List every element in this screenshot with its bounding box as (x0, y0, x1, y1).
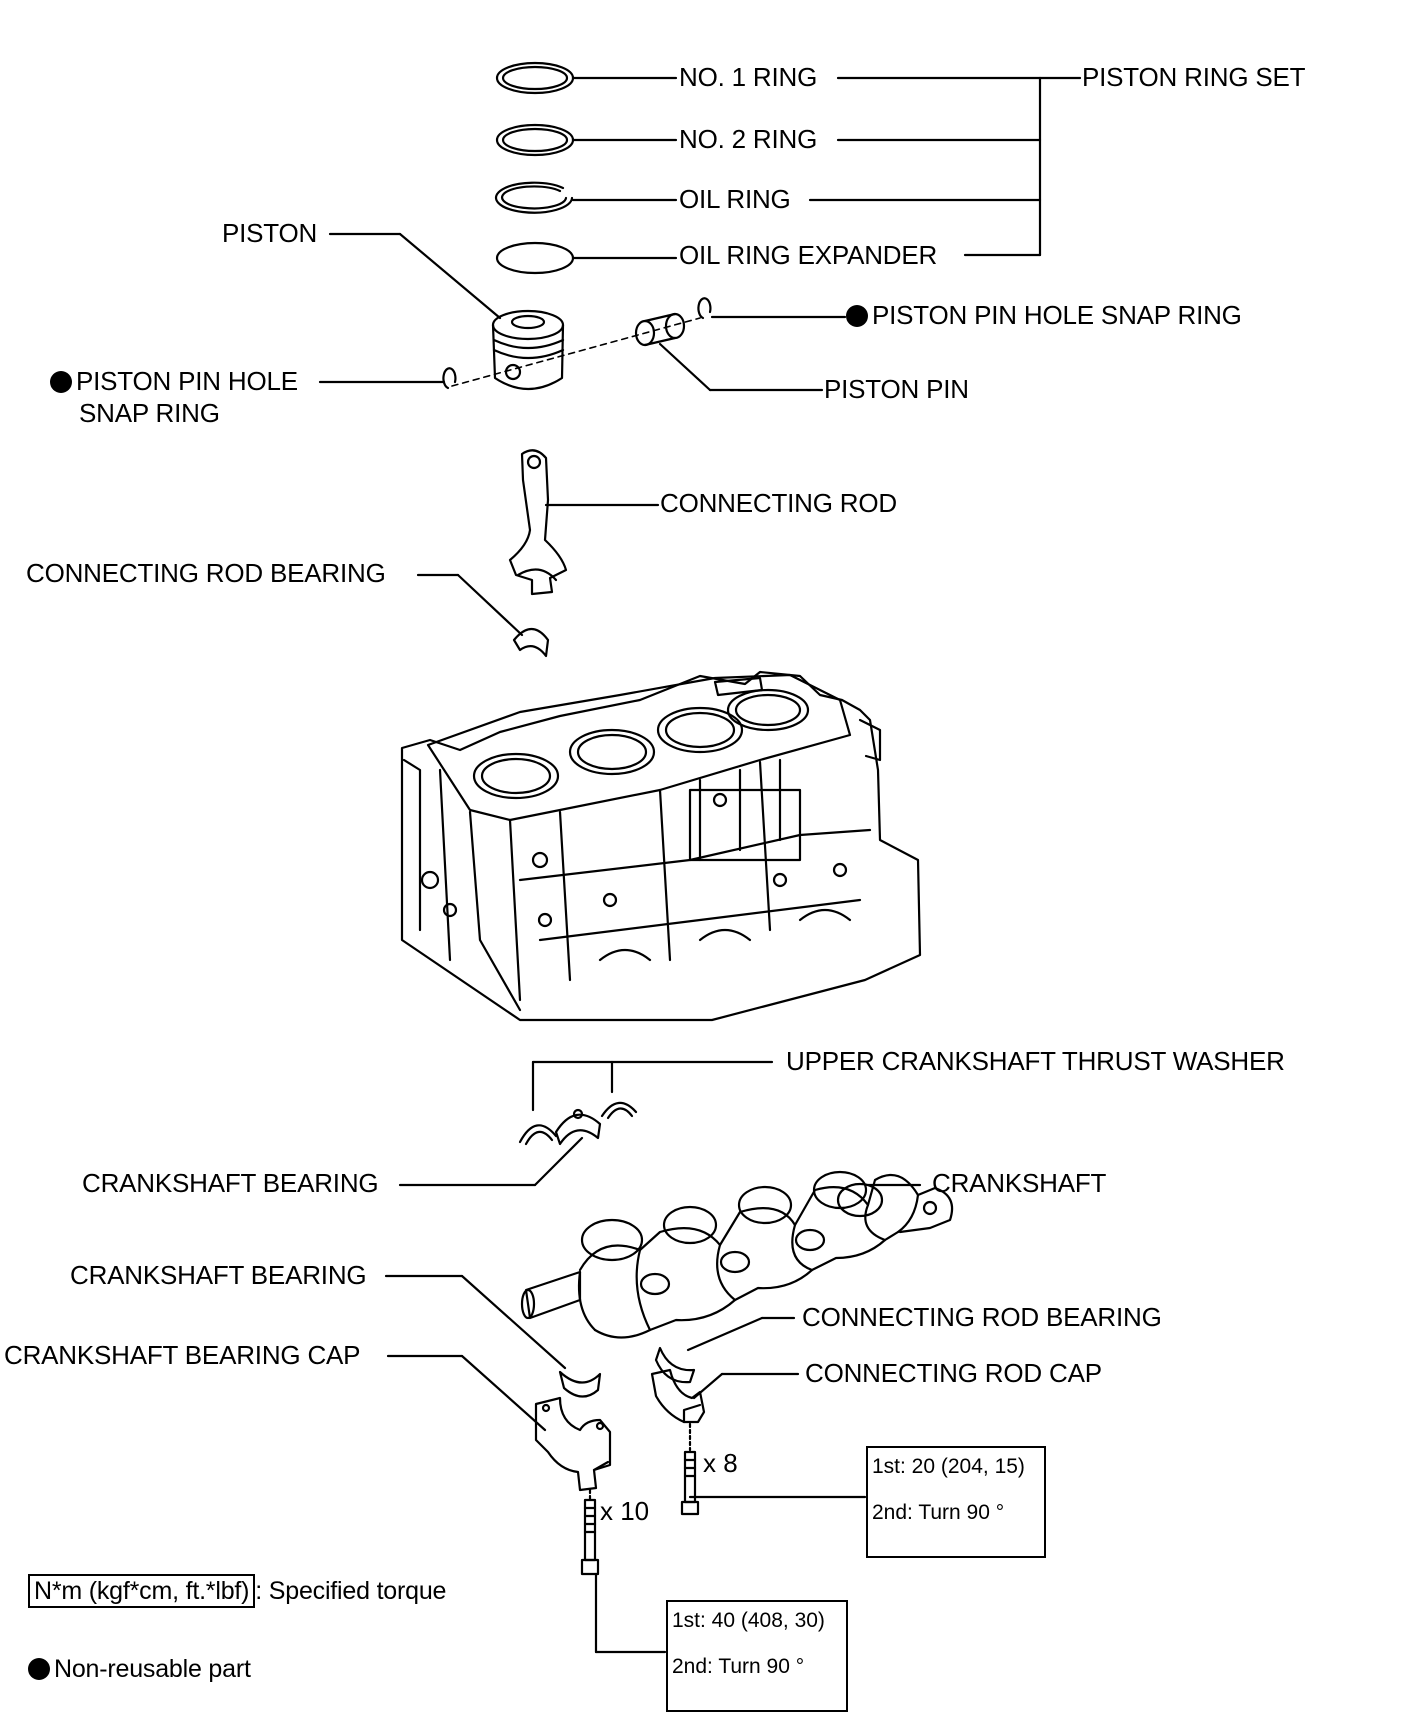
connecting-rod-bearing-lower-icon (654, 1346, 696, 1384)
label-connecting-rod: CONNECTING ROD (660, 488, 897, 518)
no2-ring-icon (495, 123, 575, 157)
label-piston: PISTON (222, 218, 318, 248)
legend-torque: N*m (kgf*cm, ft.*lbf): Specified torque (28, 1574, 447, 1608)
snap-ring-left-icon (442, 367, 457, 390)
torque-box-rod-cap: 1st: 20 (204, 15) 2nd: Turn 90 ° (866, 1446, 1046, 1558)
connecting-rod-bearing-upper-icon (512, 627, 550, 658)
label-upper-thrust-washer: UPPER CRANKSHAFT THRUST WASHER (786, 1046, 1285, 1076)
no1-ring-icon (495, 61, 575, 95)
label-crankshaft-bearing-lower: CRANKSHAFT BEARING (70, 1260, 367, 1290)
connecting-rod-cap-icon (650, 1368, 706, 1424)
bearing-cap-bolt-count: x 10 (600, 1496, 650, 1526)
label-crankshaft-bearing-upper: CRANKSHAFT BEARING (82, 1168, 379, 1198)
crankshaft-bearing-upper-icon (554, 1108, 602, 1146)
rod-cap-bolt-count: x 8 (703, 1448, 738, 1478)
label-piston-pin: PISTON PIN (824, 374, 969, 404)
crankshaft-bearing-bolt-icon (580, 1498, 600, 1576)
legend-nonreusable: Non-reusable part (28, 1654, 251, 1684)
piston-icon (491, 309, 565, 390)
upper-thrust-washer-right-icon (600, 1101, 638, 1120)
upper-thrust-washer-left-icon (518, 1124, 558, 1146)
torque-rod-cap-second: 2nd: Turn 90 ° (872, 1501, 1005, 1524)
connecting-rod-icon (508, 449, 568, 596)
torque-bearing-cap-second: 2nd: Turn 90 ° (672, 1655, 805, 1678)
crankshaft-bearing-cap-icon (534, 1396, 612, 1492)
label-no2-ring: NO. 2 RING (679, 124, 818, 154)
crankshaft-bearing-lower-icon (558, 1370, 602, 1398)
torque-box-bearing-cap: 1st: 40 (408, 30) 2nd: Turn 90 ° (666, 1600, 848, 1712)
piston-pin-icon (634, 312, 686, 347)
cylinder-block-icon (400, 670, 922, 1022)
connecting-rod-bolt-icon (680, 1450, 700, 1516)
nonreusable-dot-icon (846, 305, 868, 327)
label-connecting-rod-cap: CONNECTING ROD CAP (805, 1358, 1102, 1388)
label-connecting-rod-bearing-upper: CONNECTING ROD BEARING (26, 558, 386, 588)
label-snap-ring-left-line2: SNAP RING (79, 398, 220, 428)
nonreusable-dot-icon (28, 1658, 50, 1680)
label-piston-ring-set: PISTON RING SET (1082, 62, 1306, 92)
oil-ring-expander-icon (495, 241, 575, 275)
legend-nonreusable-text: Non-reusable part (54, 1655, 251, 1683)
legend-torque-text: : Specified torque (255, 1577, 447, 1605)
label-no1-ring: NO. 1 RING (679, 62, 818, 92)
oil-ring-icon (494, 181, 574, 214)
legend-torque-unit: N*m (kgf*cm, ft.*lbf) (28, 1574, 256, 1608)
label-oil-ring-expander: OIL RING EXPANDER (679, 240, 938, 270)
torque-rod-cap-first: 1st: 20 (204, 15) (872, 1455, 1025, 1478)
label-oil-ring: OIL RING (679, 184, 791, 214)
label-connecting-rod-bearing-lower: CONNECTING ROD BEARING (802, 1302, 1162, 1332)
nonreusable-dot-icon (50, 371, 72, 393)
snap-ring-right-icon (697, 297, 712, 320)
label-snap-ring-left: PISTON PIN HOLE (50, 366, 298, 396)
label-crankshaft: CRANKSHAFT (932, 1168, 1107, 1198)
torque-bearing-cap-first: 1st: 40 (408, 30) (672, 1609, 825, 1632)
label-crankshaft-bearing-cap: CRANKSHAFT BEARING CAP (4, 1340, 361, 1370)
crankshaft-icon (520, 1170, 954, 1339)
label-snap-ring-right: PISTON PIN HOLE SNAP RING (846, 300, 1242, 330)
